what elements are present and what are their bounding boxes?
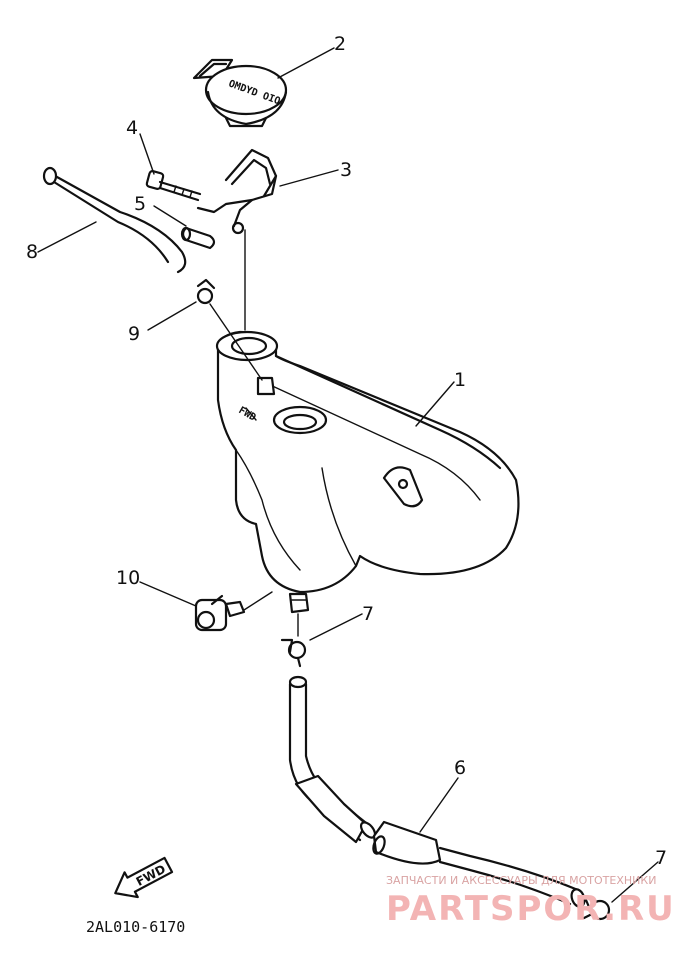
watermark-tagline: ЗАПЧАСТИ И АКСЕССУАРЫ ДЛЯ МОТОТЕХНИКИ xyxy=(386,874,656,887)
fuel-tank-part: FWD xyxy=(215,330,520,614)
collar-part xyxy=(180,226,216,250)
fuel-cap-part: OMDYD OIO xyxy=(192,58,288,128)
callout-6: 6 xyxy=(454,757,466,779)
callout-10: 10 xyxy=(116,567,140,589)
bolt-part xyxy=(145,170,202,202)
watermark-site: PARTSPOR.RU xyxy=(386,889,676,929)
callout-8: 8 xyxy=(26,241,38,263)
fuel-hose-part xyxy=(288,675,586,908)
callout-1: 1 xyxy=(454,369,466,391)
callout-5: 5 xyxy=(134,193,146,215)
callout-numbers: 1 2 3 4 5 6 7 7 8 9 10 xyxy=(26,33,667,869)
hose-clamp-part-upper xyxy=(280,638,307,668)
forward-direction-arrow: FWD xyxy=(114,856,174,899)
watermark-logo: ЗАПЧАСТИ И АКСЕССУАРЫ ДЛЯ МОТОТЕХНИКИ PA… xyxy=(386,874,676,929)
callout-9: 9 xyxy=(128,323,140,345)
hose-clamp-part-lower xyxy=(582,898,611,921)
part-code: 2AL010-6170 xyxy=(86,918,185,936)
callout-4: 4 xyxy=(126,117,138,139)
callout-2: 2 xyxy=(334,33,346,55)
assembly-guide-lines xyxy=(209,229,299,637)
small-clamp-part-9 xyxy=(196,278,216,305)
fuel-cock-part xyxy=(194,594,246,632)
callout-leaders xyxy=(37,47,659,903)
breather-hose-part xyxy=(42,166,187,274)
callout-3: 3 xyxy=(340,159,352,181)
cap-wire-clip-part xyxy=(196,148,278,235)
callout-7-lower: 7 xyxy=(655,847,667,869)
callout-7-upper: 7 xyxy=(362,603,374,625)
